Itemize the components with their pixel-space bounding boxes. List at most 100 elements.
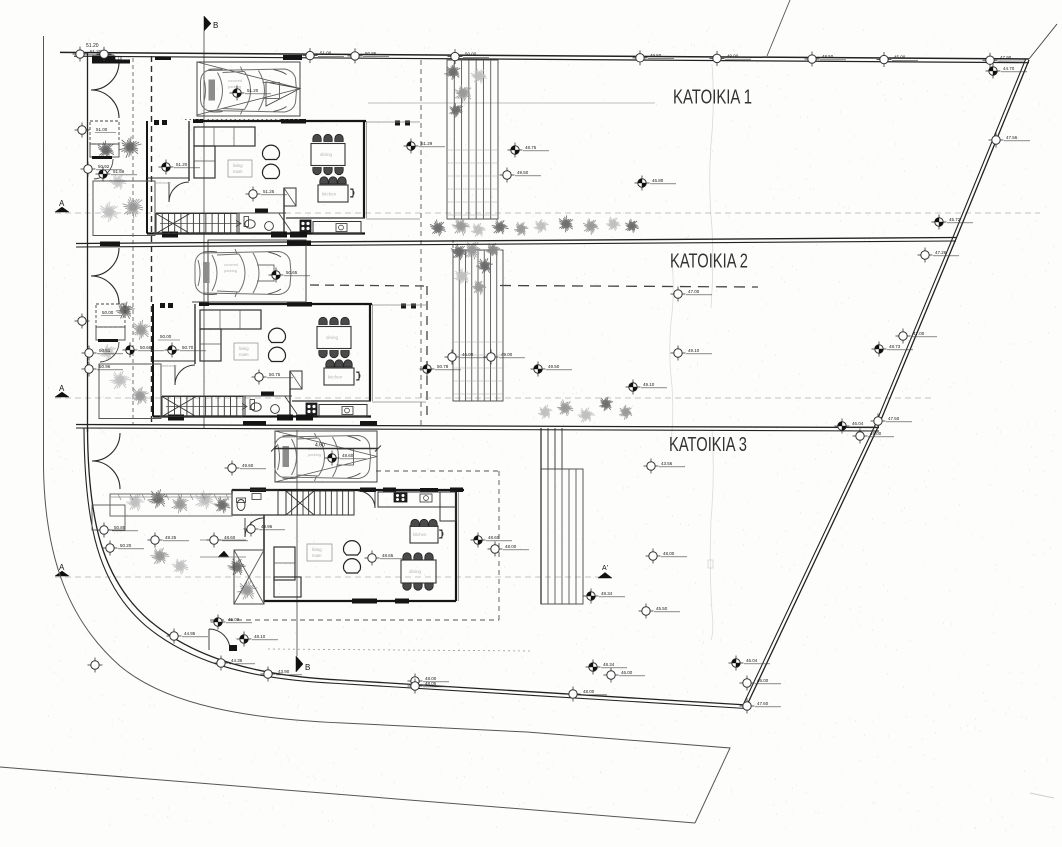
svg-text:parking: parking <box>228 84 241 89</box>
svg-text:50.00: 50.00 <box>102 310 114 315</box>
svg-text:45.50: 45.50 <box>656 606 668 611</box>
svg-text:46.00: 46.00 <box>462 352 474 357</box>
svg-text:43.90: 43.90 <box>278 669 290 674</box>
svg-text:51.20: 51.20 <box>90 49 102 54</box>
svg-text:room: room <box>312 553 322 558</box>
svg-text:49.00: 49.00 <box>727 53 739 58</box>
svg-text:entrance: entrance <box>156 181 171 185</box>
svg-text:A: A <box>59 563 65 572</box>
svg-text:room: room <box>233 169 243 174</box>
svg-text:50.86: 50.86 <box>365 51 377 56</box>
svg-text:48.00: 48.00 <box>663 551 675 556</box>
svg-text:ΚΑΤΟΙΚΙΑ 3: ΚΑΤΟΙΚΙΑ 3 <box>669 433 747 456</box>
svg-text:48.73: 48.73 <box>889 344 901 349</box>
svg-text:47.56: 47.56 <box>1006 135 1018 140</box>
svg-text:51.29: 51.29 <box>421 141 433 146</box>
svg-text:dining: dining <box>326 335 339 340</box>
svg-text:50.20: 50.20 <box>120 543 132 548</box>
svg-text:50.00: 50.00 <box>465 52 477 57</box>
svg-text:49.25: 49.25 <box>165 535 177 540</box>
svg-text:48.10: 48.10 <box>254 634 266 639</box>
svg-text:44.36: 44.36 <box>231 658 243 663</box>
svg-text:50.65: 50.65 <box>286 270 298 275</box>
svg-text:51.20: 51.20 <box>247 88 259 93</box>
svg-text:46.80: 46.80 <box>652 178 664 183</box>
svg-text:48.50: 48.50 <box>822 54 834 59</box>
svg-text:43.56: 43.56 <box>661 461 673 466</box>
svg-text:48.05: 48.05 <box>425 681 437 686</box>
svg-text:47.90: 47.90 <box>1000 55 1012 60</box>
svg-text:room: room <box>239 352 249 357</box>
svg-text:50.85: 50.85 <box>114 525 126 530</box>
svg-text:kitchen: kitchen <box>413 532 427 537</box>
svg-text:49.60: 49.60 <box>242 463 254 468</box>
svg-text:covered: covered <box>224 262 238 267</box>
svg-text:4.60: 4.60 <box>315 443 325 449</box>
svg-text:48.75: 48.75 <box>525 145 537 150</box>
svg-text:51.20: 51.20 <box>86 43 99 49</box>
svg-text:51.10: 51.10 <box>112 56 123 61</box>
svg-text:49.00: 49.00 <box>501 352 513 357</box>
svg-text:ΚΑΤΟΙΚΙΑ 2: ΚΑΤΟΙΚΙΑ 2 <box>670 250 748 273</box>
svg-text:49.96: 49.96 <box>261 524 273 529</box>
svg-text:50.66: 50.66 <box>140 345 152 350</box>
svg-text:50.75: 50.75 <box>269 372 281 377</box>
svg-text:kitchen: kitchen <box>328 375 343 380</box>
svg-text:entrance: entrance <box>162 364 177 368</box>
svg-text:49.10: 49.10 <box>643 382 655 387</box>
svg-text:47.26: 47.26 <box>935 250 947 255</box>
svg-text:46.04: 46.04 <box>852 421 864 426</box>
svg-text:46.04: 46.04 <box>746 658 758 663</box>
svg-text:46.00: 46.00 <box>870 431 882 436</box>
svg-text:A: A <box>59 384 65 393</box>
svg-text:46.00: 46.00 <box>757 678 769 683</box>
svg-text:49.10: 49.10 <box>688 348 700 353</box>
svg-text:A: A <box>59 199 65 208</box>
svg-text:50.92: 50.92 <box>98 164 110 169</box>
svg-text:B: B <box>305 663 310 672</box>
svg-text:47.60: 47.60 <box>757 701 769 706</box>
svg-text:A': A' <box>602 565 608 572</box>
svg-text:49.50: 49.50 <box>650 53 662 58</box>
svg-text:kitchen: kitchen <box>322 192 337 197</box>
svg-text:46.00: 46.00 <box>621 670 633 675</box>
svg-text:48.00: 48.00 <box>425 676 437 681</box>
svg-text:50.70: 50.70 <box>182 345 194 350</box>
svg-text:50.51: 50.51 <box>99 348 111 353</box>
svg-text:dining: dining <box>409 569 422 574</box>
svg-text:48.34: 48.34 <box>601 591 613 596</box>
svg-text:45.00: 45.00 <box>894 55 906 60</box>
svg-text:48.60: 48.60 <box>224 535 236 540</box>
svg-text:parking: parking <box>308 452 321 457</box>
svg-text:50.96: 50.96 <box>99 364 111 369</box>
svg-text:parking: parking <box>224 268 237 273</box>
svg-text:B: B <box>213 21 218 30</box>
svg-text:50.00: 50.00 <box>160 334 172 339</box>
svg-text:51.66: 51.66 <box>113 169 125 174</box>
svg-text:47.50: 47.50 <box>888 416 900 421</box>
svg-text:51.20: 51.20 <box>176 162 188 167</box>
svg-text:47.00: 47.00 <box>688 289 700 294</box>
svg-text:living: living <box>239 346 249 351</box>
svg-text:44.70: 44.70 <box>1003 66 1015 71</box>
svg-text:50.78: 50.78 <box>437 364 449 369</box>
svg-text:49.50: 49.50 <box>548 364 560 369</box>
svg-text:48.65: 48.65 <box>382 553 394 558</box>
svg-text:living: living <box>312 547 322 552</box>
svg-text:45.72: 45.72 <box>949 217 961 222</box>
svg-text:ΚΑΤΟΙΚΙΑ 1: ΚΑΤΟΙΚΙΑ 1 <box>673 86 752 109</box>
svg-text:covered: covered <box>228 78 242 83</box>
svg-text:48.00: 48.00 <box>505 544 517 549</box>
svg-text:51.00: 51.00 <box>96 127 108 132</box>
svg-text:45.00: 45.00 <box>228 617 240 622</box>
svg-text:48.34: 48.34 <box>603 662 615 667</box>
svg-text:48.60: 48.60 <box>488 535 500 540</box>
svg-text:48.00: 48.00 <box>583 689 595 694</box>
svg-text:49.50: 49.50 <box>517 170 529 175</box>
svg-text:living: living <box>233 163 243 168</box>
svg-text:51.25: 51.25 <box>263 189 275 194</box>
svg-text:51.00: 51.00 <box>320 51 332 56</box>
svg-text:47.00: 47.00 <box>913 331 925 336</box>
svg-text:44.95: 44.95 <box>184 631 196 636</box>
svg-text:dining: dining <box>320 152 333 157</box>
